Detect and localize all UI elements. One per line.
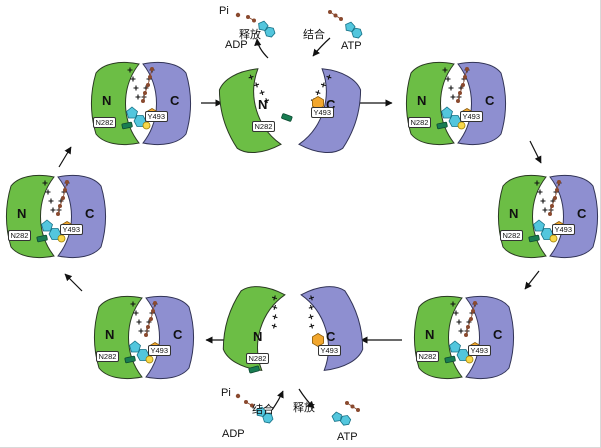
pi-phosphate-dot-bottom [235, 393, 241, 399]
cycle-arrow-left-up [64, 273, 83, 292]
n282-label: N282 [252, 121, 275, 132]
n-domain-shape [498, 174, 547, 259]
bind-label-top: 结合 [303, 29, 325, 41]
c-domain-label: C [493, 327, 503, 342]
n282-label: N282 [96, 351, 119, 362]
y493-label: Y493 [552, 224, 575, 235]
y493-label: Y493 [311, 107, 334, 118]
n282-label: N282 [8, 230, 31, 241]
c-domain-label: C [85, 206, 95, 221]
n-domain-label: N [102, 93, 112, 108]
n-domain-shape [406, 61, 455, 146]
n-domain-shape [94, 295, 143, 380]
state-panel-right: N C N282 Y493 [492, 170, 601, 263]
c-domain-label: C [170, 93, 180, 108]
release-label-bottom: 释放 [293, 402, 315, 414]
n-domain-label: N [509, 206, 519, 221]
n282-label: N282 [500, 230, 523, 241]
c-domain-label: C [173, 327, 183, 342]
peptide-segment [281, 113, 293, 122]
state-panel-left: N C N282 Y493 [0, 170, 112, 263]
state-panel-top-middle-open: N C N282 Y493 [211, 55, 369, 161]
y493-label: Y493 [145, 111, 168, 122]
pi-phosphate-dot-top [235, 12, 241, 18]
c-domain-label: C [326, 97, 336, 112]
atp-label-bottom: ATP [337, 431, 358, 443]
release-label-top: 释放 [239, 29, 261, 41]
cycle-arrow-right-down [529, 140, 542, 164]
atp-molecule-bottom [331, 400, 361, 427]
cycle-arrow-right-bottom [524, 270, 540, 290]
atp-molecule-top [327, 9, 365, 39]
c-domain-label: C [326, 329, 336, 344]
adp-label-top: ADP [225, 39, 248, 51]
n-domain-label: N [17, 206, 27, 221]
n282-label: N282 [93, 117, 116, 128]
n-domain-shape [211, 66, 282, 161]
n-domain-shape [91, 61, 140, 146]
n-domain-label: N [425, 327, 435, 342]
n282-label: N282 [416, 351, 439, 362]
n-domain-label: N [258, 97, 268, 112]
cycle-arrow-left-top [58, 146, 72, 168]
y493-label: Y493 [460, 111, 483, 122]
state-panel-bottom-right: N C N282 Y493 [408, 291, 520, 384]
n-domain-shape [414, 295, 463, 380]
n-domain-label: N [253, 329, 263, 344]
state-panel-top-left: N C N282 Y493 [85, 57, 197, 150]
state-panel-top-right: N C N282 Y493 [400, 57, 512, 150]
y493-label: Y493 [148, 345, 171, 356]
bind-label-bottom: 结合 [252, 404, 274, 416]
c-domain-shape [145, 295, 194, 380]
adp-label-bottom: ADP [222, 428, 245, 440]
c-domain-shape [300, 278, 371, 373]
c-domain-label: C [485, 93, 495, 108]
atp-label-top: ATP [341, 40, 362, 52]
c-domain-shape [465, 295, 514, 380]
n282-label: N282 [408, 117, 431, 128]
y493-label: Y493 [60, 224, 83, 235]
n-domain-label: N [417, 93, 427, 108]
n-domain-label: N [105, 327, 115, 342]
state-panel-bottom-left: N C N282 Y493 [88, 291, 200, 384]
n-domain-shape [6, 174, 55, 259]
peptide-segment [248, 365, 260, 374]
y493-label: Y493 [468, 345, 491, 356]
state-panel-bottom-middle-open: N C N282 Y493 [215, 278, 371, 384]
c-domain-shape [457, 61, 506, 146]
n282-label: N282 [246, 353, 269, 364]
c-domain-shape [57, 174, 106, 259]
c-domain-label: C [577, 206, 587, 221]
c-domain-shape [549, 174, 598, 259]
c-domain-shape [142, 61, 191, 146]
y493-label: Y493 [318, 345, 341, 356]
pi-label-bottom: Pi [221, 387, 231, 399]
pi-label-top: Pi [219, 5, 229, 17]
